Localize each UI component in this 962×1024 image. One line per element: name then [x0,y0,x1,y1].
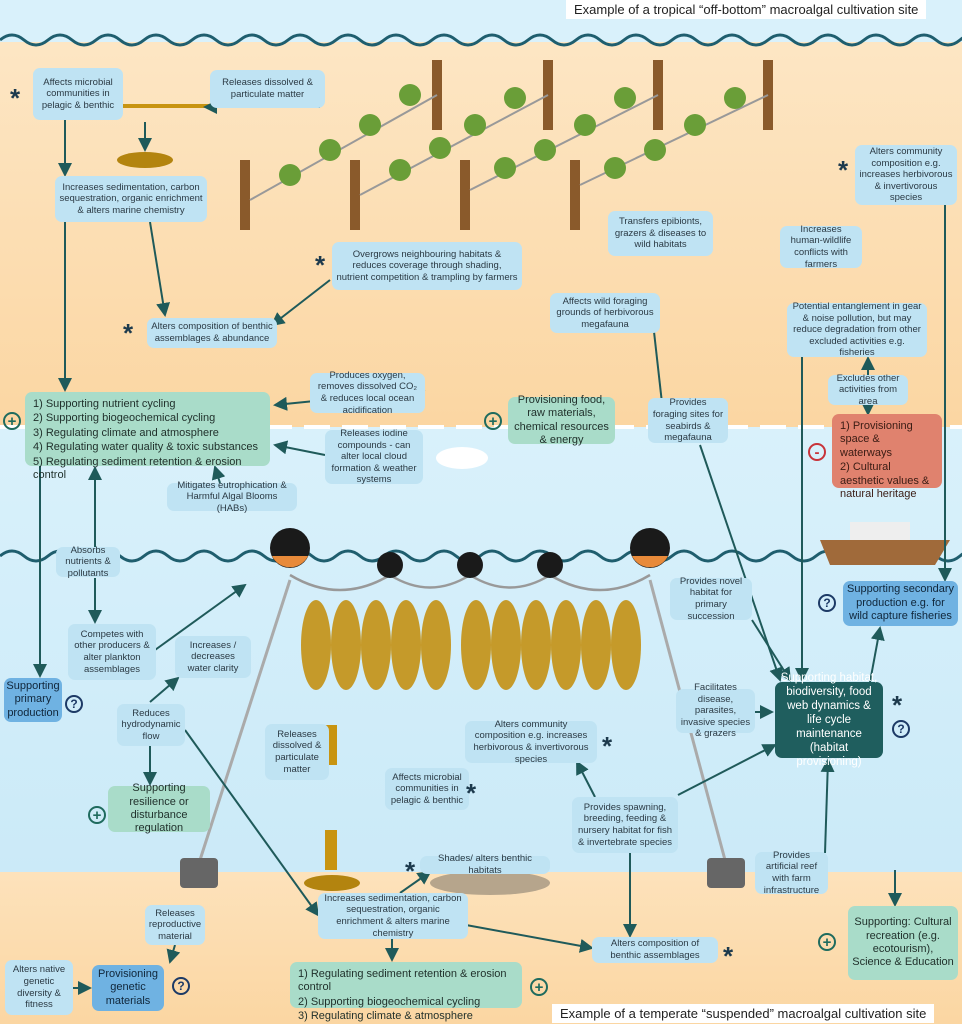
provisioning-food-box: Provisioning food, raw materials, chemic… [508,394,615,446]
service-item: 3) Regulating climate & atmosphere [298,1010,473,1023]
overgrows-habitats-box: Overgrows neighbouring habitats & reduce… [332,242,522,290]
asterisk-icon: * [466,778,477,808]
hydrodynamic-flow-box: Reduces hydrodynamic flow [117,704,185,746]
negative-services-box: 1) Provisioning space & waterways 2) Cul… [832,414,942,500]
excludes-activities-box: Excludes other activities from area [828,373,908,407]
genetic-diversity-box: Alters native genetic diversity & fitnes… [5,960,73,1015]
resilience-box: Supporting resilience or disturbance reg… [108,782,210,834]
service-item: 2) Supporting biogeochemical cycling [298,995,481,1008]
cloud-icon [436,447,488,469]
releases-matter-box-top: Releases dissolved & particulate matter [210,70,325,108]
sediment-deposit-top [117,152,173,168]
positive-impact-icon: + [3,412,21,430]
seaweed-clumps-top [279,84,746,186]
uncertain-impact-icon: ? [65,695,83,713]
bottom-services-list: 1) Regulating sediment retention & erosi… [290,962,522,1022]
service-item: 3) Regulating climate and atmosphere [33,426,219,439]
asterisk-icon: * [315,250,326,280]
mitigates-eutrophication-box: Mitigates eutrophication & Harmful Algal… [167,480,297,514]
benthic-assemblages-box-top: Alters composition of benthic assemblage… [147,318,277,348]
asterisk-icon: * [602,731,613,761]
habitat-provisioning-box: Supporting habitat, biodiversity, food w… [775,672,883,768]
uncertain-impact-icon: ? [818,594,836,612]
human-wildlife-conflicts-box: Increases human-wildlife conflicts with … [780,224,862,270]
water-clarity-box: Increases / decreases water clarity [175,636,251,678]
competes-producers-box: Competes with other producers & alter pl… [68,624,156,680]
service-item: 2) Supporting biogeochemical cycling [33,412,216,425]
asterisk-icon: * [838,155,849,185]
asterisk-icon: * [10,83,21,113]
wave-line-top [0,33,962,47]
positive-impact-icon: + [88,806,106,824]
spawning-habitat-box: Provides spawning, breeding, feeding & n… [572,797,678,853]
service-item: 4) Regulating water quality & toxic subs… [33,441,259,454]
secondary-production-box: Supporting secondary production e.g. for… [843,581,958,626]
negative-impact-icon: - [808,443,826,461]
sediment-deposit-bottom [304,875,360,891]
transfers-epibionts-box: Transfers epibionts, grazers & diseases … [608,211,713,256]
produces-oxygen-box: Produces oxygen, removes dissolved CO₂ &… [310,370,425,416]
foraging-sites-box: Provides foraging sites for seabirds & m… [648,397,728,443]
community-composition-box-bottom: Alters community composition e.g. increa… [465,719,597,765]
boat-illustration [820,522,950,565]
community-composition-box-top: Alters community composition e.g. increa… [855,145,957,205]
shades-benthic-box: Shades/ alters benthic habitats [420,853,550,876]
bottom-site-title: Example of a temperate “suspended” macro… [552,1004,935,1023]
releases-matter-box-bottom: Releases dissolved & particulate matter [265,724,329,780]
sedimentation-box-bottom: Increases sedimentation, carbon sequestr… [318,893,468,939]
uncertain-impact-icon: ? [172,977,190,995]
suspended-farm [180,528,745,888]
top-site-title: Example of a tropical “off-bottom” macro… [566,0,927,19]
off-bottom-farm [240,60,773,230]
asterisk-icon: * [723,941,734,971]
novel-habitat-box: Provides novel habitat for primary succe… [670,576,752,622]
positive-impact-icon: + [530,978,548,996]
absorbs-nutrients-box: Absorbs nutrients & pollutants [56,545,120,579]
service-item: 1) Regulating sediment retention & erosi… [298,968,507,994]
primary-production-box: Supporting primary production [4,678,62,722]
entanglement-box: Potential entanglement in gear & noise p… [787,301,927,358]
cultural-recreation-box: Supporting: Cultural recreation (e.g. ec… [848,906,958,980]
microbial-communities-box-bottom: Affects microbial communities in pelagic… [385,768,469,810]
negative-item: 1) Provisioning space & waterways [840,420,913,459]
reproductive-material-box: Releases reproductive material [145,905,205,945]
asterisk-icon: * [123,318,134,348]
asterisk-icon: * [405,856,416,886]
artificial-reef-box: Provides artificial reef with farm infra… [755,850,828,896]
service-item: 1) Supporting nutrient cycling [33,398,176,410]
uncertain-impact-icon: ? [892,720,910,738]
buoys [270,528,670,578]
asterisk-icon: * [892,690,903,720]
genetic-materials-box: Provisioning genetic materials [92,965,164,1011]
wave-line-bottom [0,549,962,563]
microbial-communities-box-top: Affects microbial communities in pelagic… [33,68,123,120]
positive-impact-icon: + [818,933,836,951]
sedimentation-box-top: Increases sedimentation, carbon sequestr… [55,176,207,222]
disease-parasites-box: Facilitates disease, parasites, invasive… [676,682,755,739]
negative-item: 2) Cultural aesthetic values & natural h… [840,461,930,501]
foraging-grounds-box: Affects wild foraging grounds of herbivo… [550,293,660,333]
benthic-assemblages-box-bottom: Alters composition of benthic assemblage… [592,937,718,963]
iodine-box: Releases iodine compounds - can alter lo… [325,428,423,485]
service-item: 5) Regulating sediment retention & erosi… [33,455,242,482]
positive-impact-icon: + [484,412,502,430]
regulating-services-list: 1) Supporting nutrient cycling 2) Suppor… [25,392,270,481]
benthic-patch [430,871,550,895]
